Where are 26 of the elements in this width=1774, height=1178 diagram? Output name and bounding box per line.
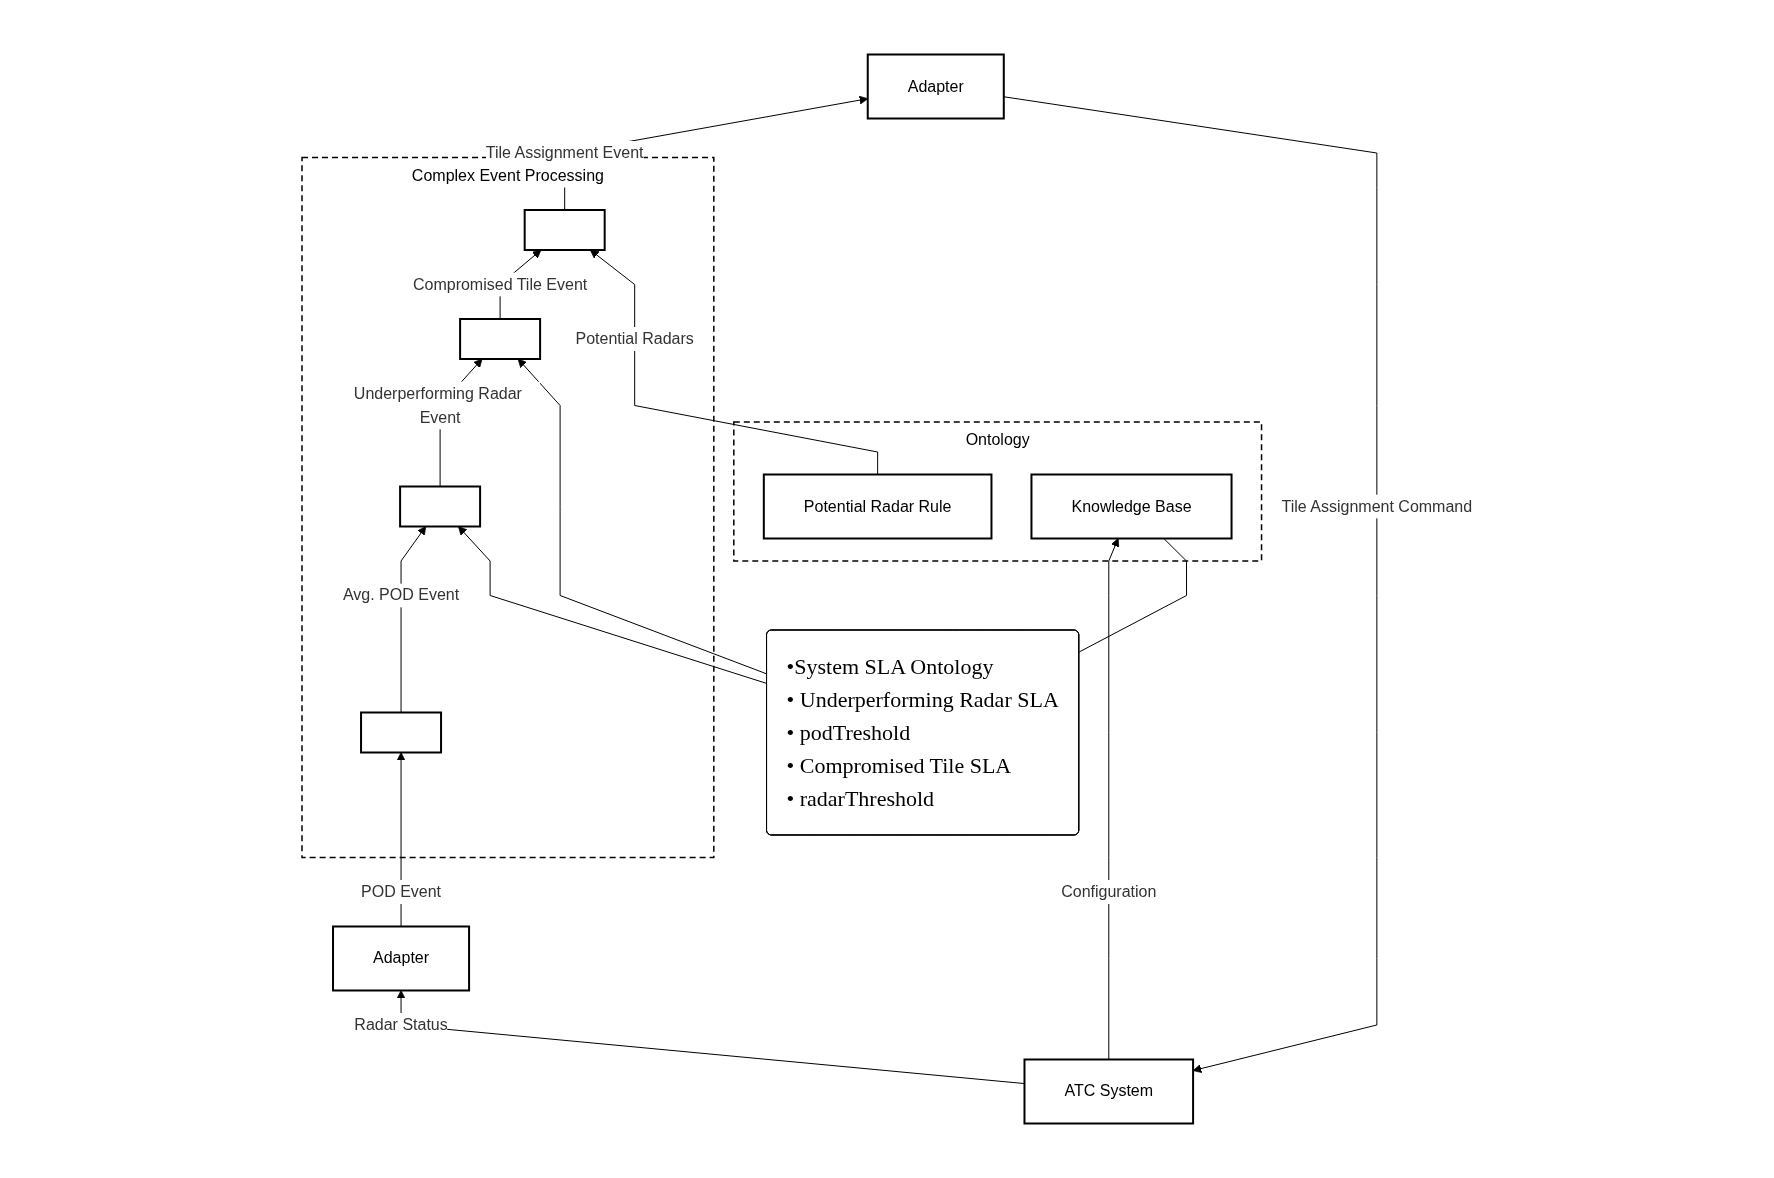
node-box: Potential Radar Rule — [762, 473, 993, 540]
node-box — [459, 318, 541, 360]
node-box: Adapter — [866, 53, 1005, 120]
edge-label: Configuration — [1061, 883, 1157, 900]
edge-label: Radar Status — [354, 1016, 448, 1033]
node-box: Adapter — [331, 925, 470, 992]
arrow — [589, 249, 879, 475]
edge-label: Tile Assignment Event — [485, 144, 644, 161]
edge-label: Avg. POD Event — [342, 586, 460, 604]
node-box — [399, 485, 481, 528]
node-box — [523, 209, 606, 251]
edge-label: Underperforming Radar Event — [353, 384, 522, 426]
edge-label: Tile Assignment Command — [1281, 497, 1473, 515]
arrow — [1108, 538, 1120, 1060]
edge-label: Compromised Tile Event — [412, 275, 588, 293]
node-box — [359, 711, 442, 754]
arrow — [457, 526, 768, 685]
node-box: ATC System — [1023, 1058, 1194, 1125]
arrow — [396, 990, 1025, 1085]
node-box: Knowledge Base — [1030, 473, 1233, 540]
edge-label: Potential Radars — [575, 330, 694, 347]
edge-label: POD Event — [360, 883, 441, 900]
connector — [1078, 538, 1187, 653]
arrow — [517, 358, 768, 675]
arrow — [1003, 96, 1378, 1073]
arrow — [396, 752, 406, 927]
